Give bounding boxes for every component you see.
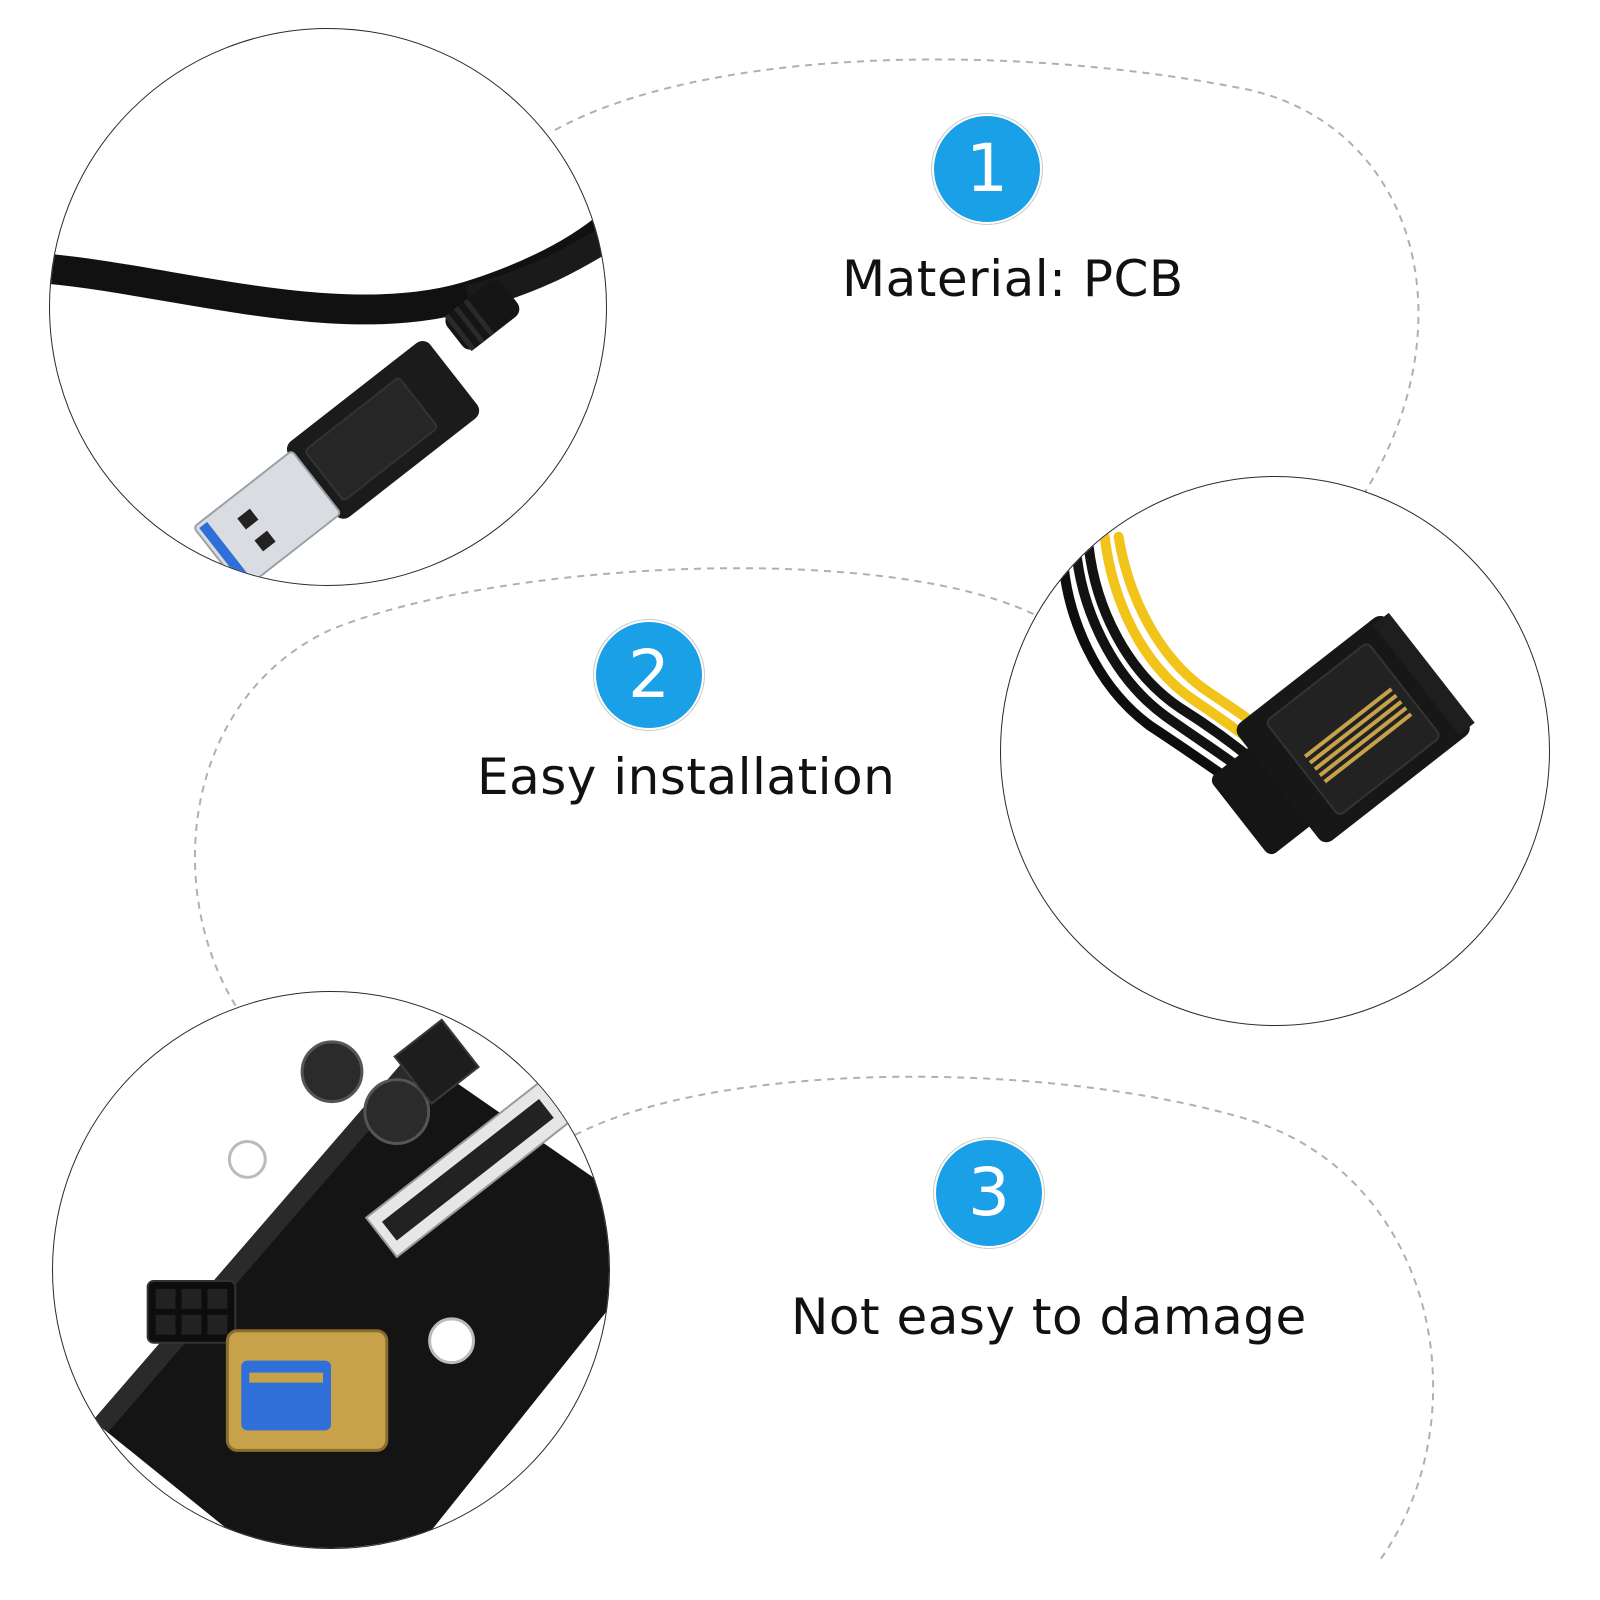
feature-2-label: Easy installation [477,748,896,806]
feature-2-number-badge: 2 [596,622,702,728]
sata-connector-photo [1000,476,1550,1026]
usb-plug-icon [50,208,606,585]
sata-plug-icon [1057,531,1475,855]
feature-3-number-badge: 3 [936,1140,1042,1246]
feature-1-label: Material: PCB [842,250,1184,308]
feature-3-label: Not easy to damage [791,1288,1307,1346]
usb-cable-photo [49,28,607,586]
riser-board-photo [52,991,610,1549]
riser-board-icon [92,1018,609,1548]
feature-1-number-badge: 1 [934,116,1040,222]
